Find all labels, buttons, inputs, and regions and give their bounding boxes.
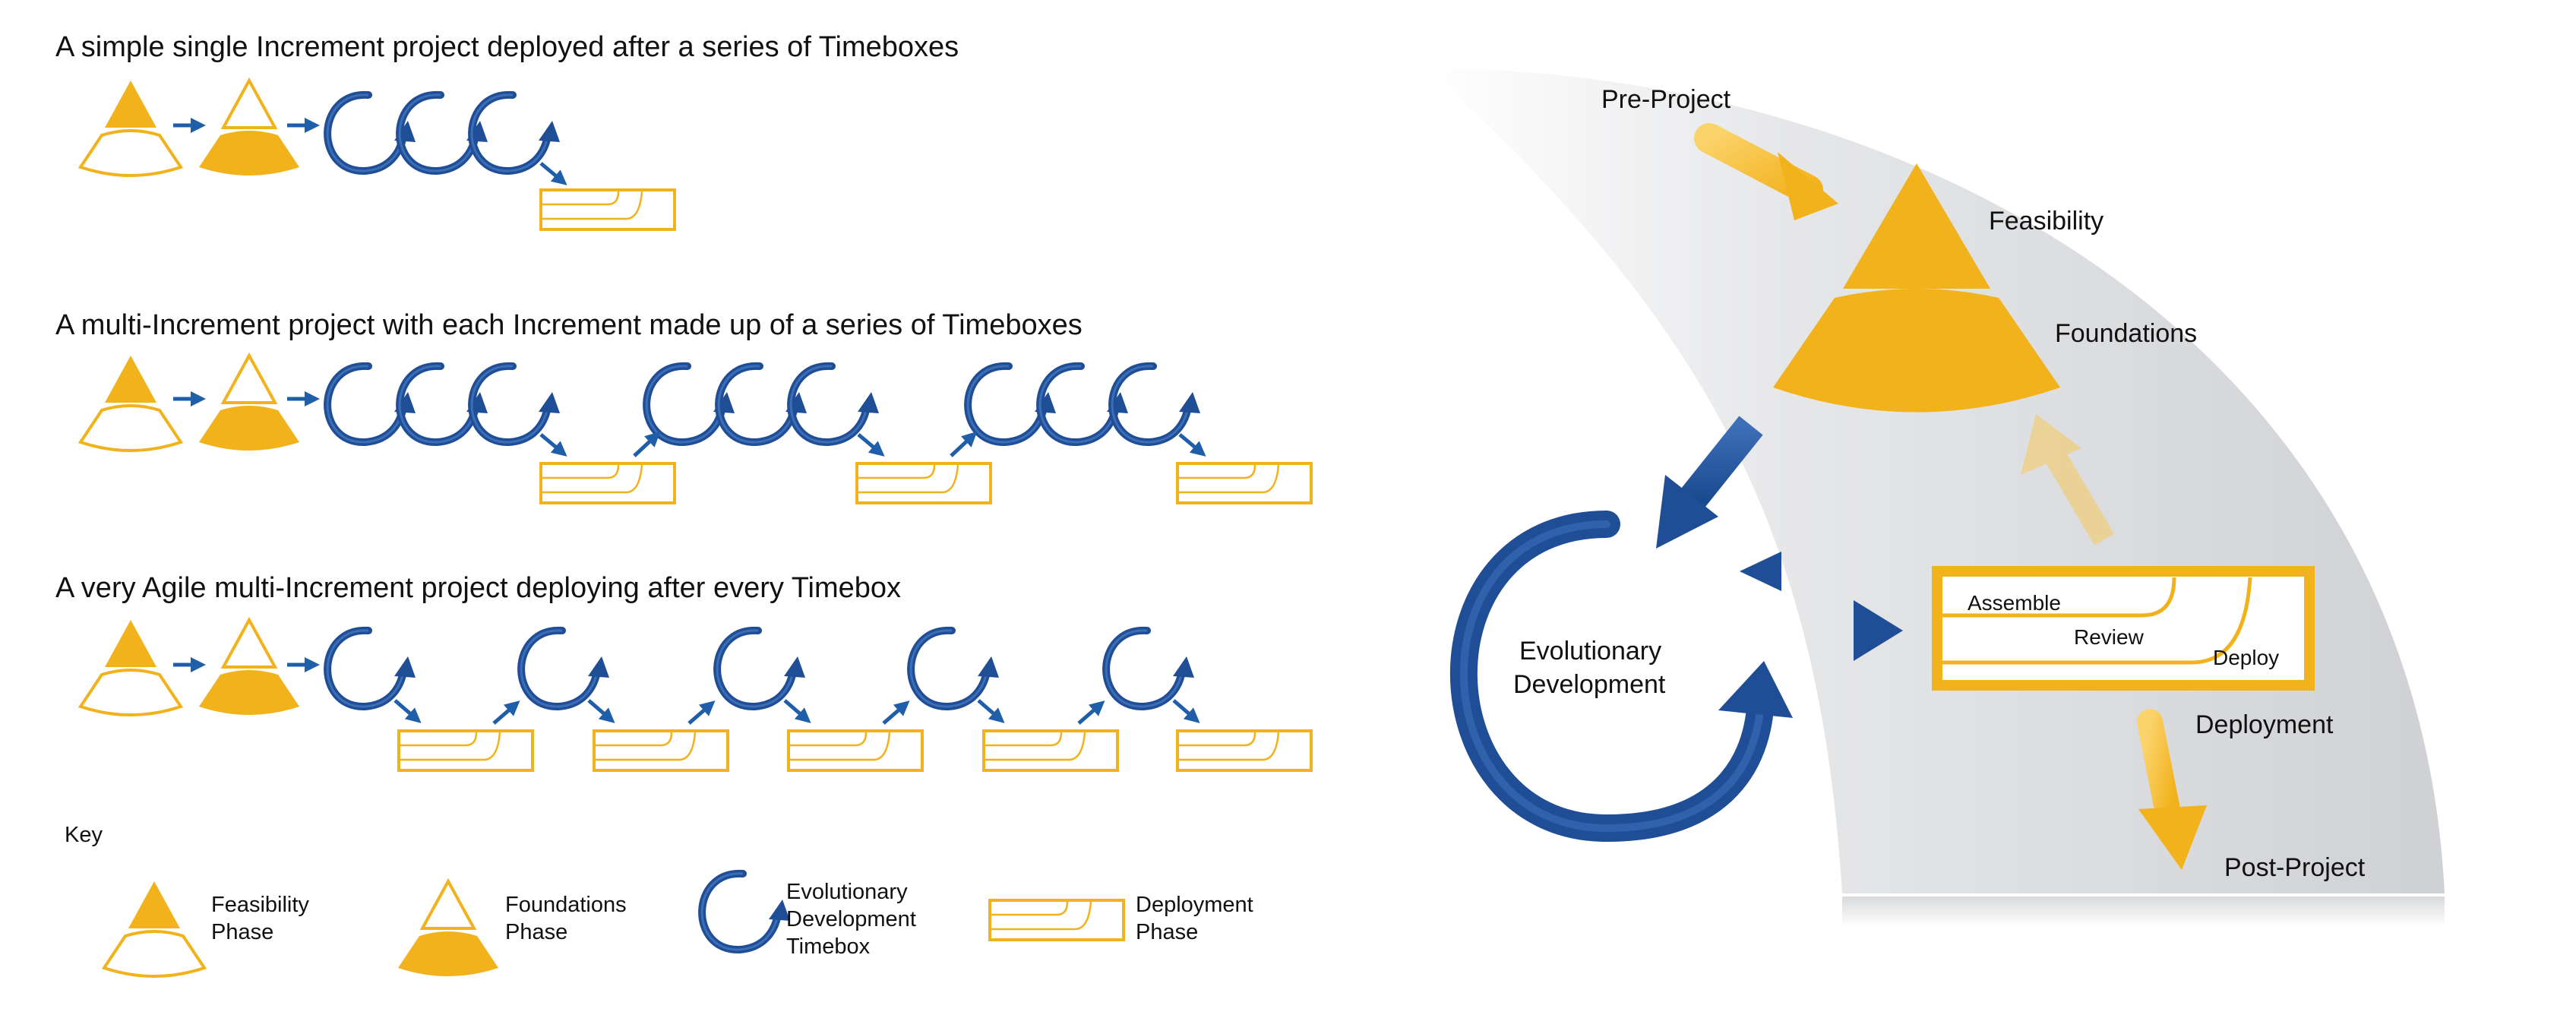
row2-deployment-box-2	[855, 462, 992, 504]
project-rows	[77, 77, 1313, 772]
row3-feasibility-icon	[77, 620, 184, 716]
row2-foundations-icon	[199, 352, 299, 451]
row2-arrow-c	[857, 433, 885, 457]
row1-heading: A simple single Increment project deploy…	[55, 31, 959, 63]
key-foundations-line1: Foundations	[505, 893, 627, 917]
row2-arrow-d	[950, 431, 978, 457]
evolutionary-label-line2: Development	[1513, 670, 1666, 699]
row1-timebox-3	[468, 90, 560, 175]
foundations-to-evo-arrow	[1656, 416, 1763, 549]
key-evolutionary-line2: Development	[786, 907, 916, 931]
row1-deployment-box	[539, 188, 676, 231]
key-foundations-icon	[398, 877, 498, 976]
key-evolutionary-line1: Evolutionary	[786, 880, 908, 904]
foundations-label: Foundations	[2055, 319, 2197, 348]
key-feasibility-line1: Feasibility	[211, 893, 309, 917]
row3-timebox-5	[1102, 626, 1194, 711]
row1-feasibility-icon	[77, 81, 184, 177]
deploy-label: Deploy	[2213, 646, 2279, 669]
row3-arrow-down-1	[394, 699, 422, 723]
key-foundations-line2: Phase	[505, 920, 567, 944]
row2-arrow-e	[1178, 433, 1206, 457]
deployment-to-post-project-arrow	[2137, 709, 2207, 870]
foundations-icon	[1773, 289, 2060, 413]
row2-arrow-b	[633, 431, 661, 457]
row2-arrow-a	[539, 433, 567, 457]
row3-deployment-box-5	[1176, 729, 1313, 772]
assemble-label: Assemble	[1968, 591, 2061, 615]
row2-feasibility-icon	[77, 356, 184, 452]
row2-deployment-box-3	[1176, 462, 1313, 504]
key-deployment-line2: Phase	[1136, 920, 1198, 944]
review-label: Review	[2074, 625, 2145, 649]
pre-project-label: Pre-Project	[1601, 85, 1731, 114]
row3-timebox-4	[907, 626, 999, 711]
row2-heading: A multi-Increment project with each Incr…	[55, 309, 1083, 341]
evolutionary-label-line1: Evolutionary	[1519, 637, 1661, 666]
deploy-to-evo-arrow	[1740, 552, 1895, 591]
post-project-label: Post-Project	[2224, 853, 2366, 882]
key-title: Key	[65, 823, 103, 847]
feasibility-label: Feasibility	[1989, 207, 2103, 236]
key-feasibility-line2: Phase	[211, 920, 273, 944]
row3-arrow-up-4	[1077, 700, 1105, 725]
row3-deployment-box-1	[397, 729, 534, 772]
pre-project-arrow	[1694, 123, 1838, 220]
row3-arrow-down-5	[1172, 699, 1200, 723]
row3-arrow-up-1	[492, 700, 520, 725]
deployment-phase-box	[1932, 566, 2315, 691]
row3-arrow-down-3	[783, 699, 811, 723]
row1-foundations-icon	[199, 77, 299, 175]
row1-arrow-to-deploy	[539, 162, 567, 185]
row2-increment1-timebox-3	[468, 362, 560, 447]
process-overview: Pre-Project Feasibility Foundations Evol…	[1428, 68, 2445, 927]
row3-arrow-up-2	[687, 700, 716, 725]
row3-timebox-2	[517, 626, 609, 711]
row3-heading: A very Agile multi-Increment project dep…	[55, 572, 901, 604]
evolutionary-development-loop	[1449, 511, 1793, 843]
row3-foundations-icon	[199, 616, 299, 715]
band-floor-shadow	[1842, 896, 2445, 927]
row2-increment2-timebox-3	[787, 362, 879, 447]
key-icons	[101, 869, 1125, 978]
evo-to-deploy-arrow	[1740, 600, 1903, 661]
key-evolutionary-line3: Timebox	[786, 934, 871, 959]
lifecycle-band	[1428, 68, 2445, 893]
row3-timebox-3	[713, 626, 805, 711]
deployment-label: Deployment	[2195, 710, 2334, 739]
key-feasibility-icon	[101, 881, 207, 978]
key-deployment-line1: Deployment	[1136, 893, 1253, 917]
row3-arrow-down-4	[977, 699, 1005, 723]
deploy-to-foundations-arrow	[2021, 414, 2114, 545]
row3-deployment-box-3	[787, 729, 924, 772]
row3-deployment-box-2	[593, 729, 729, 772]
row2-increment3-timebox-3	[1108, 362, 1200, 447]
key-deployment-icon	[988, 899, 1125, 941]
key-evolutionary-icon	[698, 869, 790, 954]
row3-timebox-1	[324, 626, 416, 711]
row3-deployment-box-4	[982, 729, 1119, 772]
feasibility-icon	[1843, 163, 1990, 289]
row2-deployment-box-1	[539, 462, 676, 504]
row3-arrow-up-3	[882, 700, 910, 725]
row3-arrow-down-2	[587, 699, 615, 723]
